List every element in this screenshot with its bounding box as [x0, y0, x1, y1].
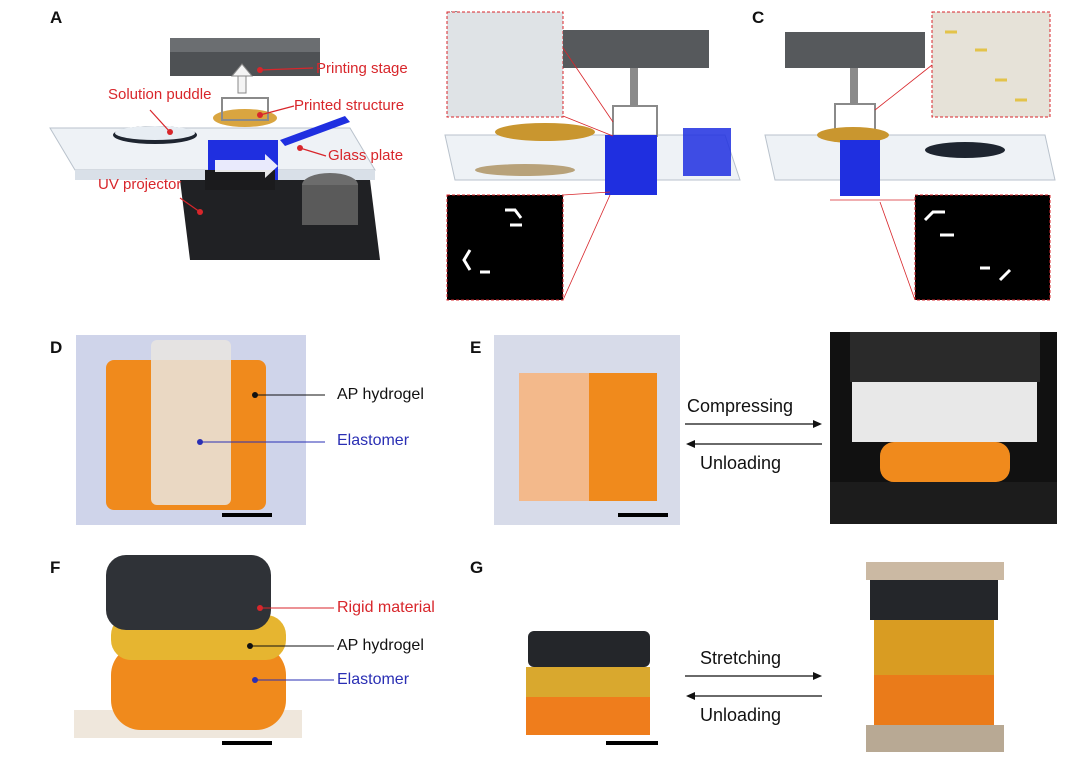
annotation-ap-hydrogel-d: AP hydrogel — [337, 386, 424, 403]
panel-d-leaders — [197, 392, 325, 445]
label-stretching: Stretching — [700, 648, 782, 668]
panel-label-f: F — [50, 558, 61, 577]
callout-uv-projector: UV projector — [98, 176, 182, 193]
panel-g-photo-left — [500, 625, 660, 740]
label-unloading-g: Unloading — [700, 705, 782, 725]
scale-bar-g — [606, 741, 658, 745]
panel-b-illustration — [444, 11, 741, 301]
panel-label-c: C — [752, 8, 765, 27]
annotation-elastomer-d: Elastomer — [337, 432, 410, 449]
scale-bar-d — [222, 513, 272, 517]
panel-e-photo-left — [494, 335, 680, 525]
panel-label-a: A — [50, 8, 63, 27]
scale-bar-f — [222, 741, 272, 745]
panel-g-arrows — [685, 672, 822, 700]
panel-f-photo — [66, 550, 306, 750]
panel-g-photo-right — [856, 562, 1013, 752]
panel-label-g: G — [470, 558, 484, 577]
panel-label-d: D — [50, 338, 63, 357]
panel-a-illustration — [49, 38, 380, 260]
callout-printed-structure: Printed structure — [294, 97, 405, 114]
callout-printing-stage: Printing stage — [316, 60, 408, 77]
panel-label-e: E — [470, 338, 482, 357]
annotation-elastomer-f: Elastomer — [337, 671, 410, 688]
panel-e-photo-right — [830, 332, 1057, 524]
label-compressing: Compressing — [687, 396, 794, 416]
callout-glass-plate: Glass plate — [328, 147, 404, 164]
panel-e-arrows — [685, 420, 822, 448]
annotation-rigid-material: Rigid material — [337, 599, 435, 616]
annotation-ap-hydrogel-f: AP hydrogel — [337, 637, 424, 654]
panel-f-leaders — [247, 605, 334, 683]
panel-d-photo — [76, 335, 306, 525]
callout-solution-puddle: Solution puddle — [108, 86, 212, 103]
panel-c-illustration — [764, 11, 1056, 301]
scale-bar-e — [618, 513, 668, 517]
label-unloading-e: Unloading — [700, 453, 782, 473]
